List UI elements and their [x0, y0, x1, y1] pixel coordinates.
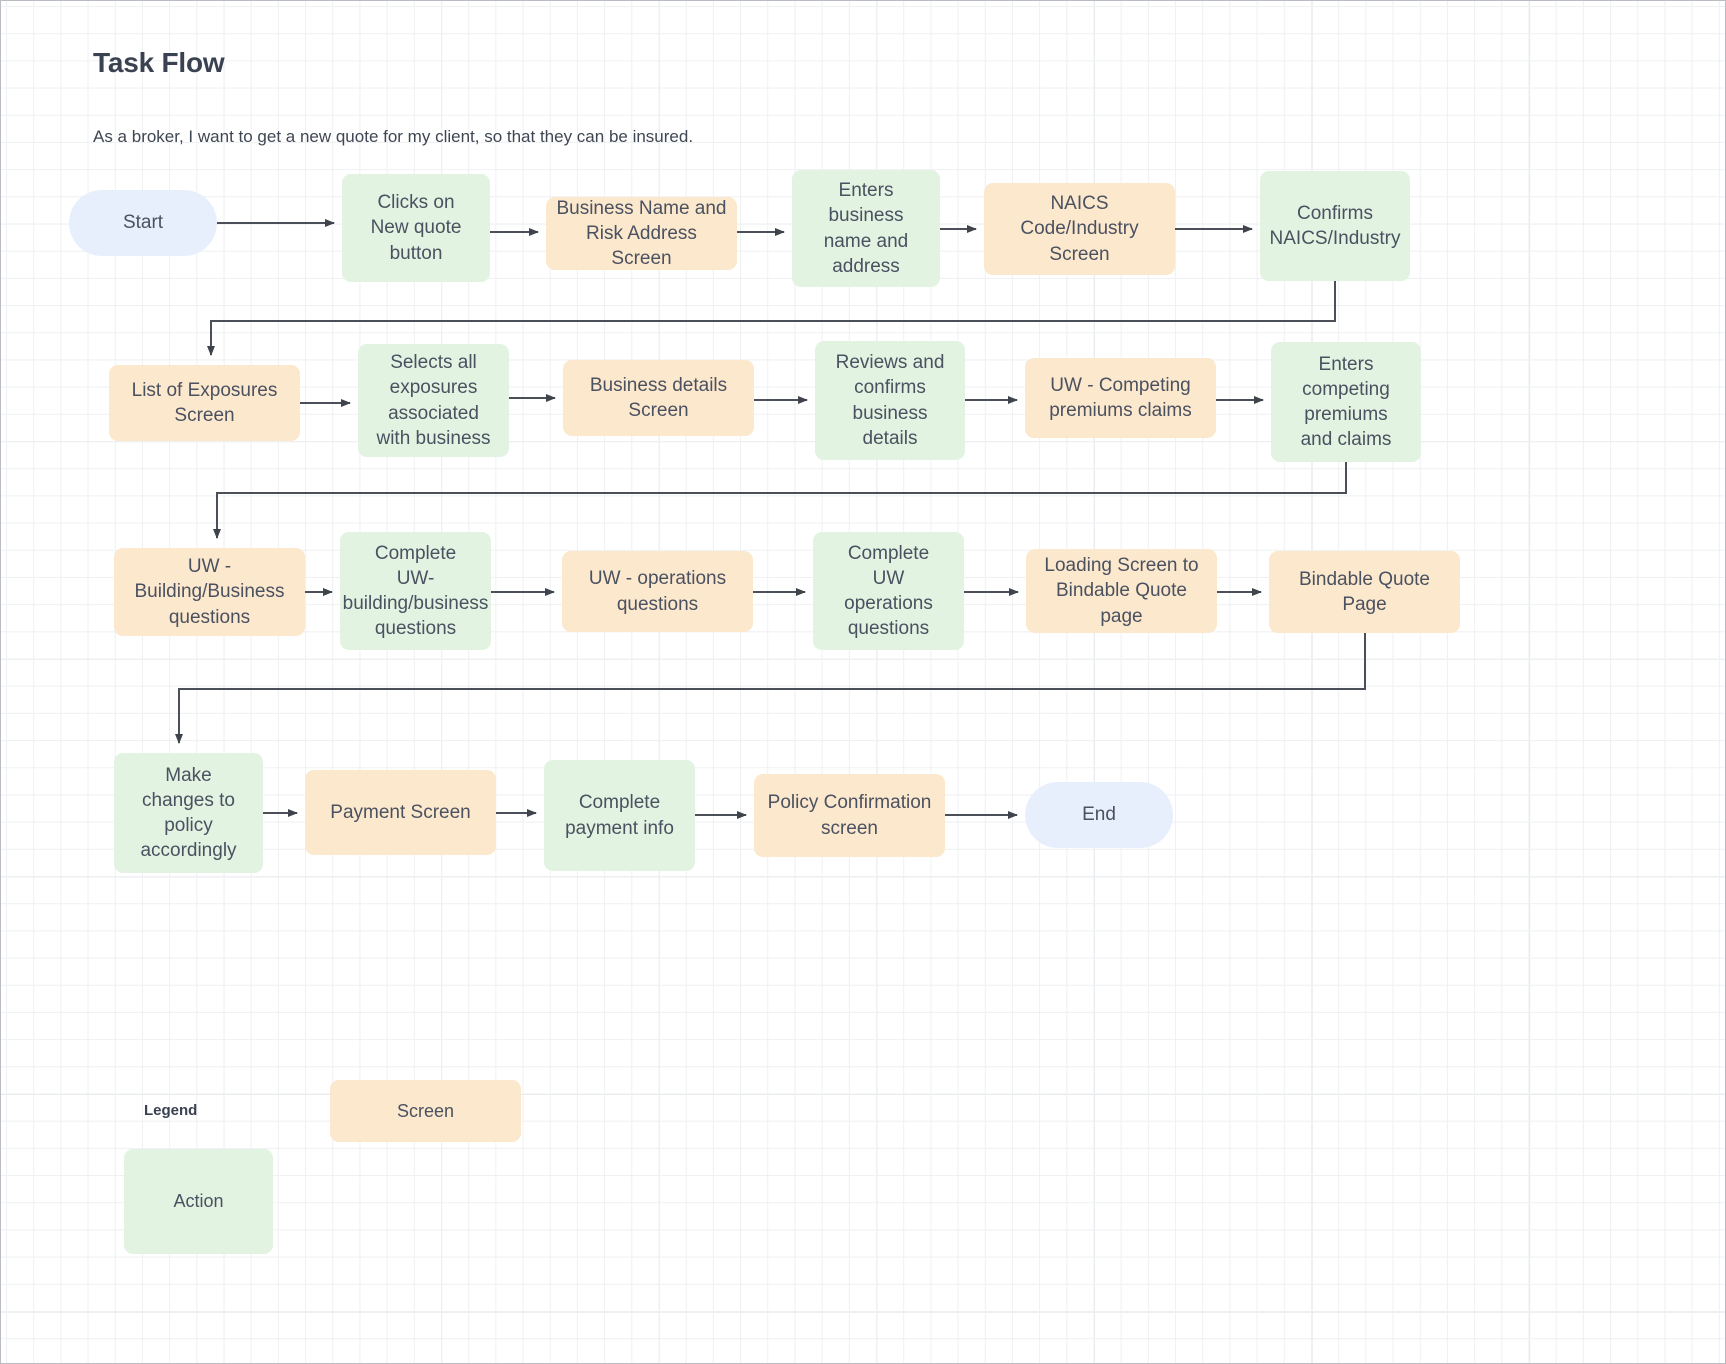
- node-payment-screen[interactable]: Payment Screen: [305, 770, 496, 855]
- node-complete-uw-operations-questions[interactable]: Complete UW operations questions: [813, 532, 964, 650]
- node-complete-uw-building-business-questions[interactable]: Complete UW- building/business questions: [340, 532, 491, 650]
- node-confirms-naics-industry[interactable]: Confirms NAICS/Industry: [1260, 171, 1410, 281]
- node-uw-operations-questions[interactable]: UW - operations questions: [562, 551, 753, 632]
- legend-swatch-action: Action: [124, 1149, 273, 1254]
- legend-title: Legend: [144, 1102, 198, 1119]
- page-title: Task Flow: [93, 46, 225, 78]
- node-complete-payment-info[interactable]: Complete payment info: [544, 760, 695, 871]
- node-naics-code-industry-screen[interactable]: NAICS Code/Industry Screen: [984, 183, 1175, 275]
- node-uw-competing-premiums-claims[interactable]: UW - Competing premiums claims: [1025, 358, 1216, 438]
- node-end[interactable]: End: [1025, 782, 1173, 848]
- node-loading-screen-to-bindable-quote-page[interactable]: Loading Screen to Bindable Quote page: [1026, 549, 1217, 633]
- node-list-of-exposures-screen[interactable]: List of Exposures Screen: [109, 365, 300, 441]
- node-enters-business-name-and-address[interactable]: Enters business name and address: [792, 170, 940, 287]
- node-make-changes-to-policy-accordingly[interactable]: Make changes to policy accordingly: [114, 753, 263, 873]
- node-business-details-screen[interactable]: Business details Screen: [563, 360, 754, 436]
- node-enters-competing-premiums-and-claims[interactable]: Enters competing premiums and claims: [1271, 342, 1421, 462]
- node-business-name-and-risk-address-screen[interactable]: Business Name and Risk Address Screen: [546, 197, 737, 270]
- legend-swatch-screen: Screen: [330, 1080, 521, 1142]
- node-clicks-on-new-quote-button[interactable]: Clicks on New quote button: [342, 174, 490, 282]
- node-bindable-quote-page[interactable]: Bindable Quote Page: [1269, 551, 1460, 633]
- node-uw-building-business-questions[interactable]: UW - Building/Business questions: [114, 548, 305, 636]
- node-reviews-and-confirms-business-details[interactable]: Reviews and confirms business details: [815, 341, 965, 460]
- node-selects-all-exposures-associated-with-business[interactable]: Selects all exposures associated with bu…: [358, 344, 509, 457]
- page-subtitle: As a broker, I want to get a new quote f…: [93, 127, 694, 146]
- node-start[interactable]: Start: [69, 190, 217, 256]
- edge-enters-premiums-to-uw-building: [213, 462, 1347, 539]
- node-policy-confirmation-screen[interactable]: Policy Confirmation screen: [754, 774, 945, 857]
